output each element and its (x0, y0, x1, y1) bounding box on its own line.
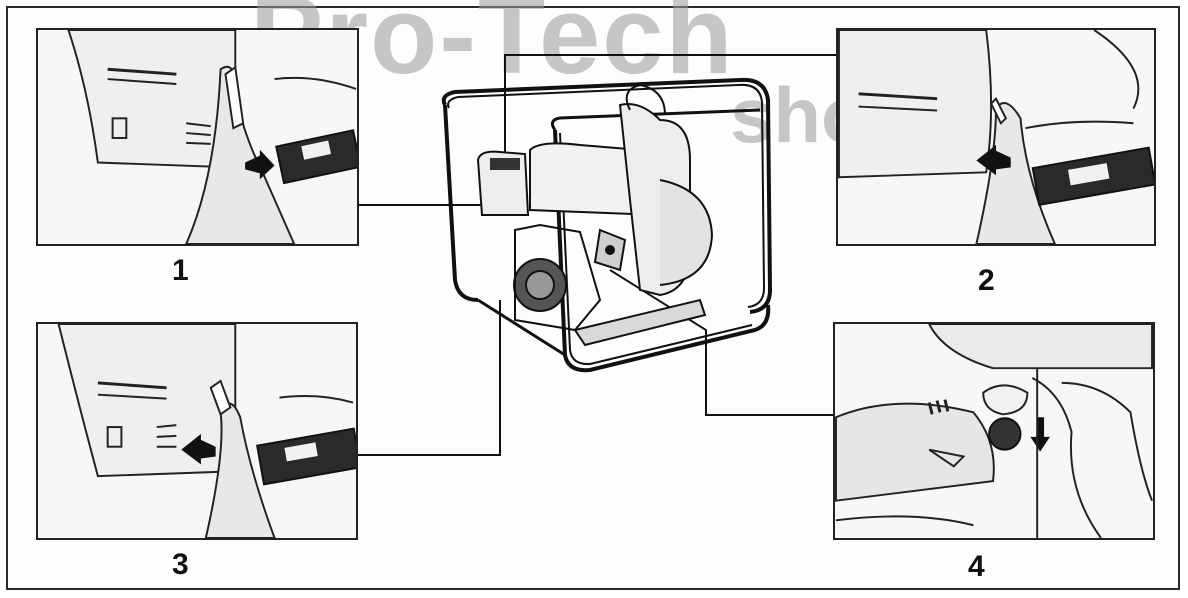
step-1-panel (36, 28, 359, 246)
choke-lever-illustration-3 (57, 324, 356, 538)
step-4-panel (833, 322, 1155, 540)
step-3-panel (36, 322, 358, 540)
choke-lever-illustration-2 (838, 30, 1154, 244)
step-4-number: 4 (968, 550, 985, 583)
step-3-number: 3 (172, 548, 189, 581)
step-2-number: 2 (978, 264, 995, 297)
step-2-panel (836, 28, 1156, 246)
choke-lever-illustration-1 (67, 30, 357, 244)
step-1-number: 1 (172, 254, 189, 287)
fuel-valve-illustration-4 (835, 324, 1153, 538)
connector-3 (358, 300, 501, 456)
connector-4 (609, 269, 836, 416)
